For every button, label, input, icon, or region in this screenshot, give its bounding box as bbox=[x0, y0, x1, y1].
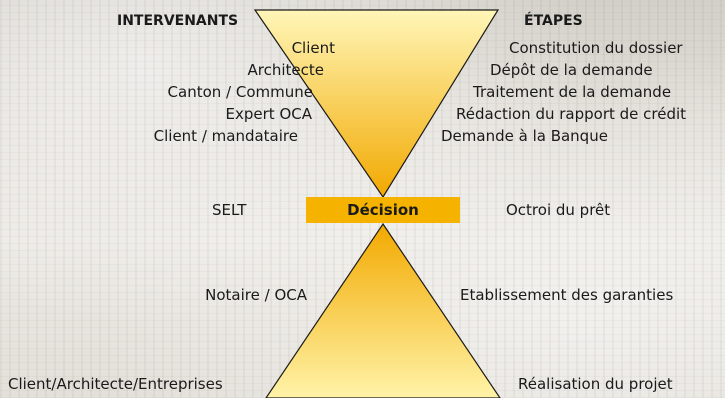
actor-label: Expert OCA bbox=[225, 105, 312, 123]
hourglass-bottom-funnel bbox=[265, 222, 501, 398]
actor-label: Client / mandataire bbox=[153, 127, 298, 145]
step-realisation: Réalisation du projet bbox=[518, 375, 673, 393]
actor-selt: SELT bbox=[212, 201, 247, 219]
actor-client-architecte-entreprises: Client/Architecte/Entreprises bbox=[8, 375, 223, 393]
hourglass-top-funnel bbox=[253, 9, 500, 199]
step-label: Dépôt de la demande bbox=[490, 61, 653, 79]
header-intervenants: INTERVENANTS bbox=[117, 13, 239, 29]
actors-top-list: Client Architecte Canton / Commune Exper… bbox=[153, 37, 335, 147]
actor-label: Canton / Commune bbox=[167, 83, 313, 101]
steps-top-list: Constitution du dossier Dépôt de la dema… bbox=[440, 37, 686, 147]
step-garanties: Etablissement des garanties bbox=[460, 286, 674, 304]
step-label: Rédaction du rapport de crédit bbox=[456, 105, 687, 123]
step-label: Traitement de la demande bbox=[473, 83, 672, 101]
step-label: Constitution du dossier bbox=[509, 39, 683, 57]
decision-label: Décision bbox=[347, 201, 419, 219]
actor-label: Architecte bbox=[247, 61, 325, 79]
header-etapes: ÉTAPES bbox=[524, 13, 583, 29]
decision-box: Décision bbox=[306, 197, 460, 223]
step-label: Demande à la Banque bbox=[441, 127, 608, 145]
step-octroi: Octroi du prêt bbox=[506, 201, 611, 219]
actor-notaire: Notaire / OCA bbox=[205, 286, 307, 304]
actor-label: Client bbox=[291, 39, 335, 57]
